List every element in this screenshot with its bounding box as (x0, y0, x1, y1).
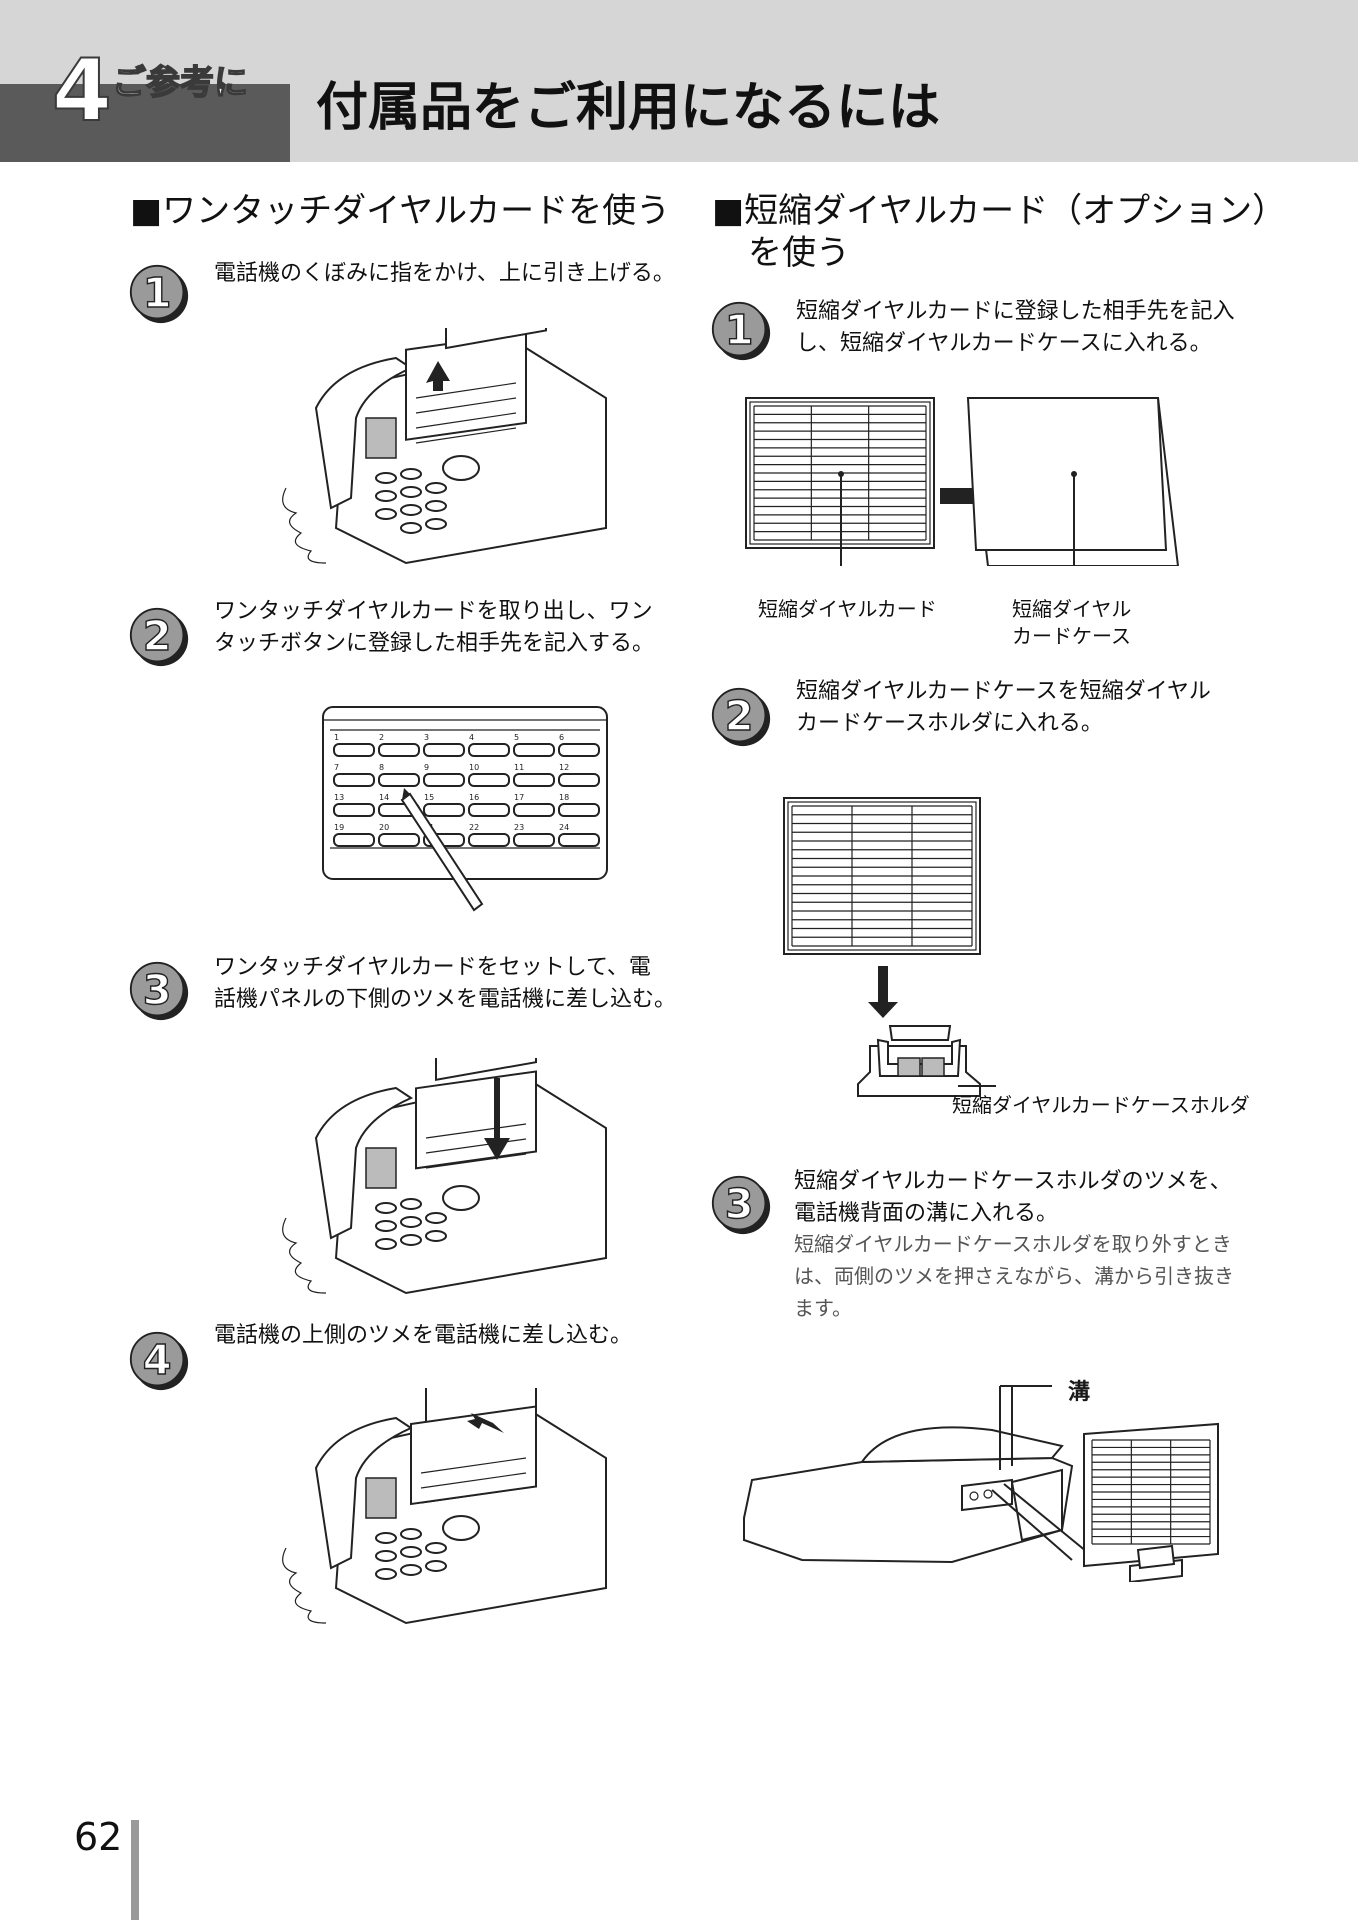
card-number: 20 (379, 823, 389, 832)
chapter-tab (0, 84, 290, 162)
phone-illustration-step1 (282, 328, 607, 565)
speed-dial-card-and-case (745, 397, 1180, 566)
card-entry-cell (468, 773, 510, 787)
card-number: 2 (379, 733, 384, 742)
svg-text:1: 1 (725, 306, 754, 354)
chapter-number: 4 (51, 41, 113, 141)
card-number: 14 (379, 793, 389, 802)
card-entry-cell (468, 833, 510, 847)
left-step-1-text: 電話機のくぼみに指をかけ、上に引き上げる。 (214, 261, 675, 286)
card-entry-cell (378, 743, 420, 757)
card-entry-cell (558, 773, 600, 787)
card-entry-cell (468, 743, 510, 757)
card-entry-cell (378, 833, 420, 847)
right-step-3-note: 短縮ダイヤルカードケースホルダを取り外すとき は、両側のツメを押さえながら、溝か… (794, 1232, 1234, 1320)
card-number: 1 (334, 733, 339, 742)
page-number-bar (131, 1820, 139, 1920)
card-number: 4 (469, 733, 474, 742)
card-number: 18 (559, 793, 569, 802)
card-number: 8 (379, 763, 384, 772)
card-entry-cell (378, 773, 420, 787)
step-2-badge: 2 (129, 607, 189, 667)
card-number: 13 (334, 793, 344, 802)
right-step-2-text: 短縮ダイヤルカードケースを短縮ダイヤル カードケースホルダに入れる。 (796, 679, 1211, 736)
svg-text:4: 4 (143, 1336, 172, 1384)
card-entry-cell (558, 833, 600, 847)
svg-text:1: 1 (143, 269, 172, 317)
page-title: 付属品をご利用になるには (316, 78, 941, 138)
onetouch-card-illustration: 123456789101112131415161718192021222324 (322, 706, 608, 912)
right-section-title: ■短縮ダイヤルカード（オプション） を使う (712, 191, 1287, 273)
caption-groove: 溝 (1068, 1380, 1091, 1405)
svg-text:2: 2 (725, 692, 754, 740)
phone-back-groove-illustration (743, 1385, 1219, 1582)
card-number: 5 (514, 733, 519, 742)
card-entry-cell (513, 743, 555, 757)
card-number: 7 (334, 763, 339, 772)
phone-illustration-step4 (282, 1388, 607, 1625)
card-entry-cell (558, 743, 600, 757)
card-entry-cell (513, 773, 555, 787)
step-1-badge: 1 (129, 264, 189, 324)
svg-text:3: 3 (143, 966, 172, 1014)
card-number: 22 (469, 823, 479, 832)
right-step-2-badge: 2 (711, 687, 771, 747)
chapter-label: ご参考に (111, 63, 249, 103)
right-step-3-badge: 3 (711, 1175, 771, 1235)
card-entry-cell (423, 803, 465, 817)
phone-illustration-step3 (282, 1058, 607, 1295)
card-entry-cell (333, 833, 375, 847)
caption-card-case: 短縮ダイヤル カードケース (1012, 597, 1132, 648)
card-number: 11 (514, 763, 524, 772)
card-entry-cell (423, 773, 465, 787)
left-step-3-text: ワンタッチダイヤルカードをセットして、電 話機パネルの下側のツメを電話機に差し込… (214, 955, 677, 1012)
left-step-4-text: 電話機の上側のツメを電話機に差し込む。 (214, 1323, 633, 1348)
card-number: 15 (424, 793, 434, 802)
right-step-1-text: 短縮ダイヤルカードに登録した相手先を記入 し、短縮ダイヤルカードケースに入れる。 (796, 299, 1235, 356)
card-number: 10 (469, 763, 479, 772)
caption-case-holder: 短縮ダイヤルカードケースホルダ (952, 1093, 1250, 1117)
left-section-title: ■ワンタッチダイヤルカードを使う (130, 191, 671, 231)
step-4-badge: 4 (129, 1331, 189, 1391)
left-step-2-text: ワンタッチダイヤルカードを取り出し、ワン タッチボタンに登録した相手先を記入する… (214, 599, 655, 656)
card-entry-cell (423, 743, 465, 757)
caption-speed-dial-card: 短縮ダイヤルカード (758, 597, 937, 621)
page-number: 62 (74, 1815, 123, 1859)
card-number: 12 (559, 763, 569, 772)
card-number: 6 (559, 733, 564, 742)
svg-text:3: 3 (725, 1180, 754, 1228)
card-entry-cell (333, 743, 375, 757)
card-entry-cell (513, 833, 555, 847)
right-step-1-badge: 1 (711, 301, 771, 361)
card-number: 19 (334, 823, 344, 832)
card-entry-cell (468, 803, 510, 817)
card-entry-cell (558, 803, 600, 817)
card-entry-cell (513, 803, 555, 817)
card-number: 24 (559, 823, 569, 832)
card-number: 3 (424, 733, 429, 742)
card-number: 16 (469, 793, 479, 802)
card-number: 9 (424, 763, 429, 772)
step-3-badge: 3 (129, 961, 189, 1021)
case-to-holder-illustration (783, 797, 996, 1097)
card-entry-cell (333, 773, 375, 787)
card-entry-cell (333, 803, 375, 817)
card-number: 17 (514, 793, 524, 802)
svg-text:2: 2 (143, 612, 172, 660)
card-number: 23 (514, 823, 524, 832)
right-step-3-text: 短縮ダイヤルカードケースホルダのツメを、 電話機背面の溝に入れる。 (794, 1169, 1232, 1226)
